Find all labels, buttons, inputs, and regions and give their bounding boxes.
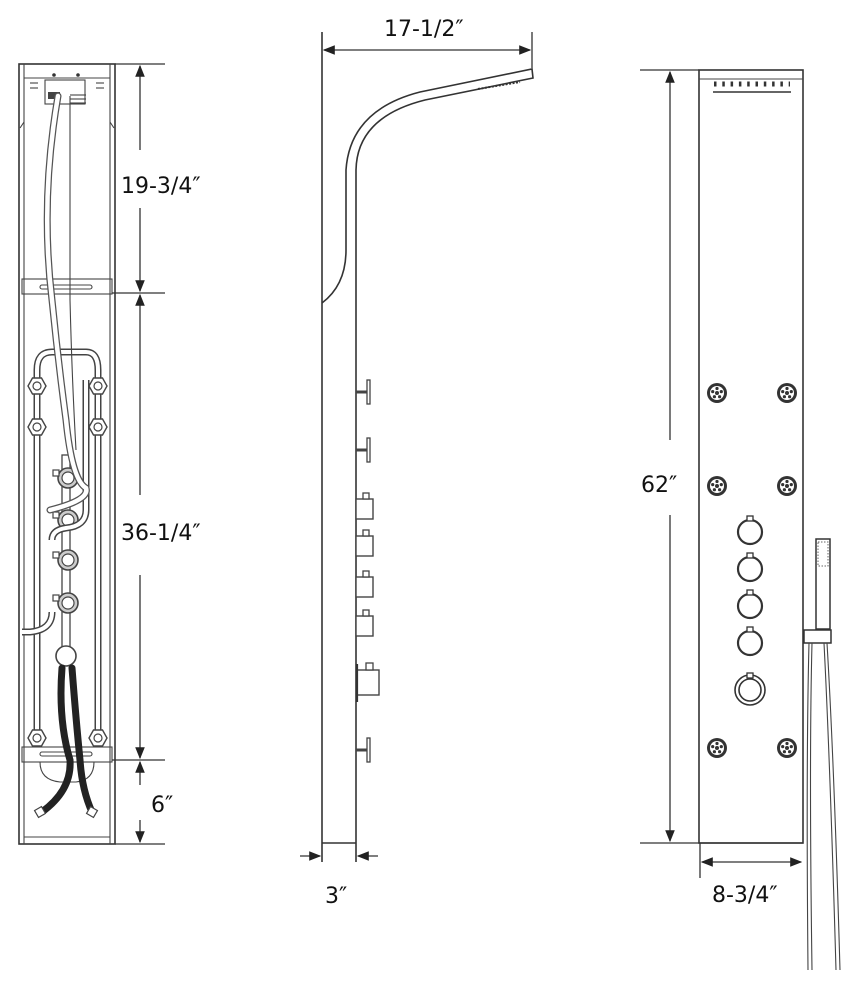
side-fixtures	[354, 378, 380, 764]
back-view: 19-3/4″ 36-1/4″ 6″	[18, 63, 201, 845]
back-plumbing	[22, 92, 108, 819]
body-jet-icon	[707, 476, 727, 496]
body-jets	[707, 383, 797, 758]
dim-label-panel-width: 8-3/4″	[712, 883, 778, 908]
control-knob-icon	[736, 625, 764, 657]
dim-label-total-height: 62″	[641, 473, 677, 498]
body-jet-icon	[777, 383, 797, 403]
rainhead-nozzles	[713, 81, 791, 93]
front-panel-outline	[698, 69, 804, 844]
side-view: 17-1/2″ 3″	[300, 17, 534, 909]
control-knob-icon	[736, 588, 764, 620]
dim-label-middle-section: 36-1/4″	[121, 521, 201, 546]
dim-label-top-section: 19-3/4″	[121, 174, 201, 199]
dim-label-rainhead-reach: 17-1/2″	[384, 17, 464, 42]
front-view: 62″ 8-3/4″	[640, 69, 841, 971]
control-knob-icon	[736, 514, 764, 546]
front-dimension-lines	[640, 69, 803, 878]
body-jet-icon	[707, 738, 727, 758]
control-knobs	[734, 514, 766, 706]
control-knob-icon	[736, 551, 764, 583]
side-dimension-lines	[300, 32, 533, 861]
thermostat-knob-icon	[734, 672, 766, 706]
handheld-shower	[803, 538, 841, 971]
dim-label-panel-depth: 3″	[325, 884, 347, 909]
side-panel-outline	[321, 32, 534, 862]
body-jet-icon	[777, 738, 797, 758]
dim-label-bottom-section: 6″	[151, 793, 173, 818]
back-dimension-lines	[112, 63, 165, 845]
body-jet-icon	[707, 383, 727, 403]
body-jet-icon	[777, 476, 797, 496]
